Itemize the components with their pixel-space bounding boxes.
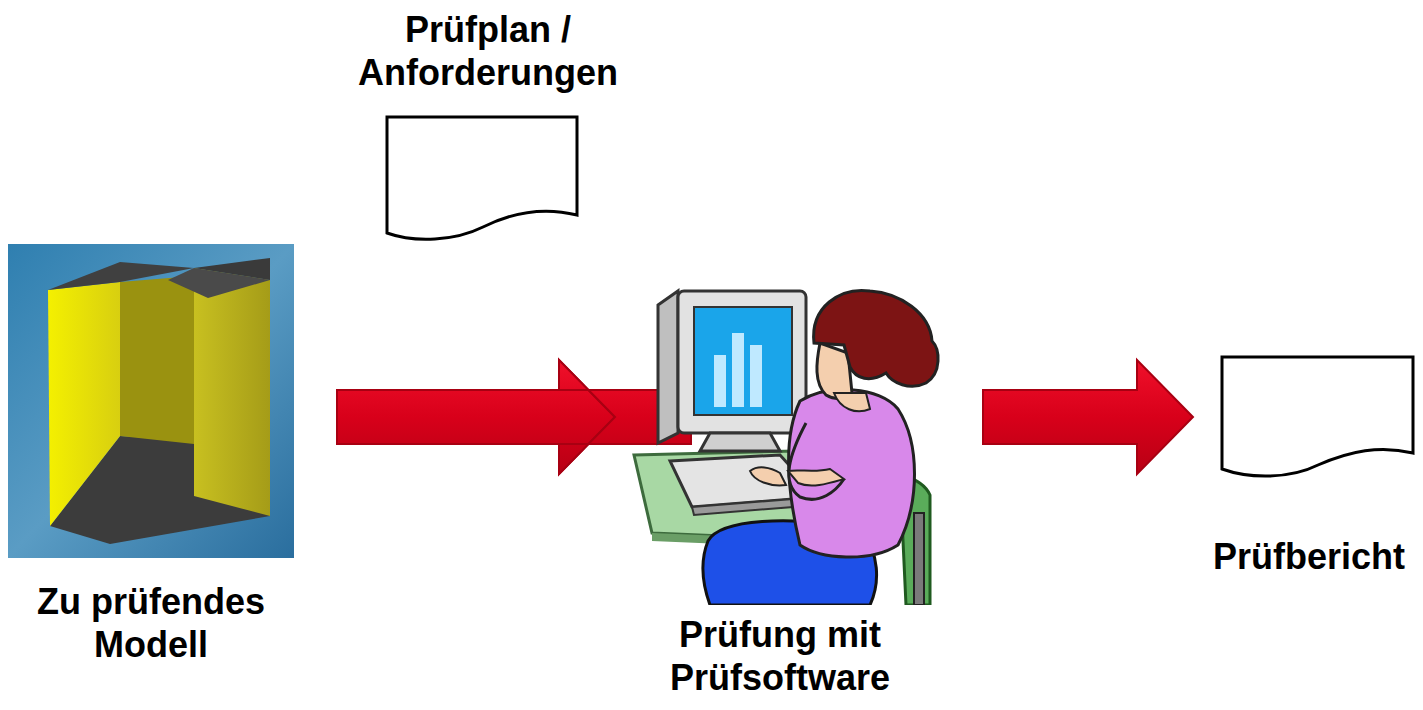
process-node: Prüfung mit Prüfsoftware xyxy=(620,283,940,707)
left-wall xyxy=(48,282,120,526)
model-node: Zu prüfendes Modell xyxy=(8,244,294,684)
document-symbol xyxy=(385,115,581,247)
document-symbol xyxy=(1220,355,1416,483)
roof-panel xyxy=(48,262,194,290)
roof-panel xyxy=(194,258,270,280)
node-label: Prüfplan / Anforderungen xyxy=(328,8,648,94)
document-node: Prüfplan / Anforderungen xyxy=(328,8,648,246)
back-wall xyxy=(120,276,194,444)
model-illustration xyxy=(8,244,294,558)
sky-background xyxy=(8,244,294,558)
node-label: Prüfung mit Prüfsoftware xyxy=(620,613,940,699)
right-wall xyxy=(194,268,270,516)
person-at-computer xyxy=(630,283,950,605)
node-label: Prüfbericht xyxy=(1198,535,1420,578)
document-node: Prüfbericht xyxy=(1198,355,1420,605)
node-label: Zu prüfendes Modell xyxy=(8,580,294,666)
flow-arrow xyxy=(983,360,1193,474)
